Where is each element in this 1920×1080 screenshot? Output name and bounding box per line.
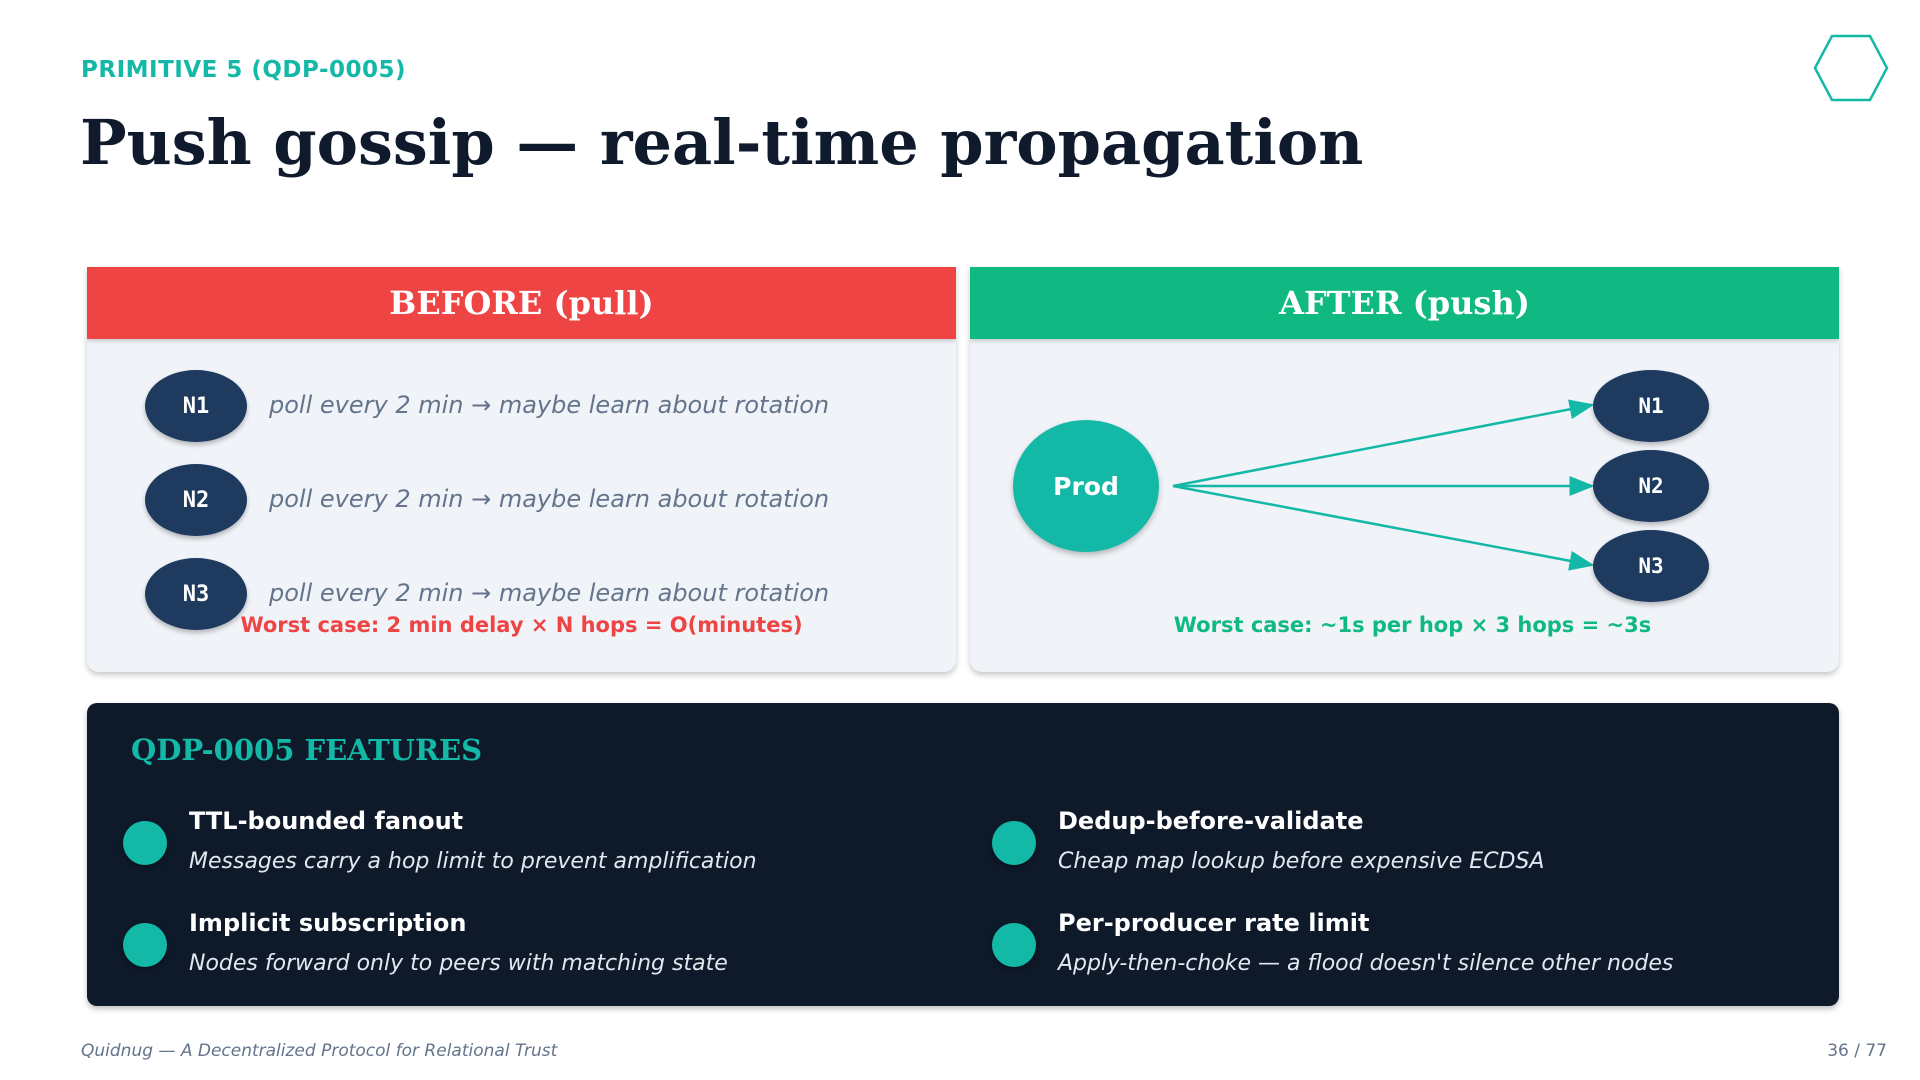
feature-desc: Nodes forward only to peers with matchin… xyxy=(189,951,728,976)
before-node-n1: N1 xyxy=(145,370,247,442)
before-node-n2: N2 xyxy=(145,464,247,536)
feature-name: Dedup-before-validate xyxy=(1058,807,1364,835)
bullet-dot-icon xyxy=(123,821,167,865)
feature-name: Implicit subscription xyxy=(189,909,467,937)
producer-node: Prod xyxy=(1013,420,1159,552)
before-heading: BEFORE (pull) xyxy=(87,267,956,339)
after-panel: AFTER (push) Prod N1 N2 N3 Worst case: ~… xyxy=(970,267,1839,672)
before-row-text-2: poll every 2 min → maybe learn about rot… xyxy=(269,485,830,513)
after-heading: AFTER (push) xyxy=(970,267,1839,339)
before-node-n3: N3 xyxy=(145,558,247,630)
page-number: 36 / 77 xyxy=(1827,1041,1887,1061)
after-node-n2: N2 xyxy=(1593,450,1709,522)
page-title: Push gossip — real-time propagation xyxy=(80,106,1364,179)
footer-title: Quidnug — A Decentralized Protocol for R… xyxy=(81,1041,558,1061)
hexagon-icon xyxy=(1813,34,1889,102)
bullet-dot-icon xyxy=(123,923,167,967)
after-worst-case: Worst case: ~1s per hop × 3 hops = ~3s xyxy=(1173,613,1652,637)
feature-desc: Apply-then-choke — a flood doesn't silen… xyxy=(1058,951,1674,976)
eyebrow-label: PRIMITIVE 5 (QDP-0005) xyxy=(81,57,407,83)
before-panel: BEFORE (pull) N1 poll every 2 min → mayb… xyxy=(87,267,956,672)
before-worst-case: Worst case: 2 min delay × N hops = O(min… xyxy=(240,613,803,637)
fanout-arrows xyxy=(1172,399,1595,571)
feature-name: TTL-bounded fanout xyxy=(189,807,464,835)
arrow-to-n1 xyxy=(1172,399,1595,488)
before-row-text-1: poll every 2 min → maybe learn about rot… xyxy=(269,391,830,419)
bullet-dot-icon xyxy=(992,923,1036,967)
arrow-to-n3 xyxy=(1172,484,1595,571)
features-box: QDP-0005 FEATURES TTL-bounded fanout Mes… xyxy=(87,703,1839,1006)
feature-desc: Cheap map lookup before expensive ECDSA xyxy=(1058,849,1545,874)
features-heading: QDP-0005 FEATURES xyxy=(131,733,483,767)
feature-desc: Messages carry a hop limit to prevent am… xyxy=(189,849,757,874)
feature-name: Per-producer rate limit xyxy=(1058,909,1370,937)
bullet-dot-icon xyxy=(992,821,1036,865)
after-node-n1: N1 xyxy=(1593,370,1709,442)
after-node-n3: N3 xyxy=(1593,530,1709,602)
before-row-text-3: poll every 2 min → maybe learn about rot… xyxy=(269,579,830,607)
